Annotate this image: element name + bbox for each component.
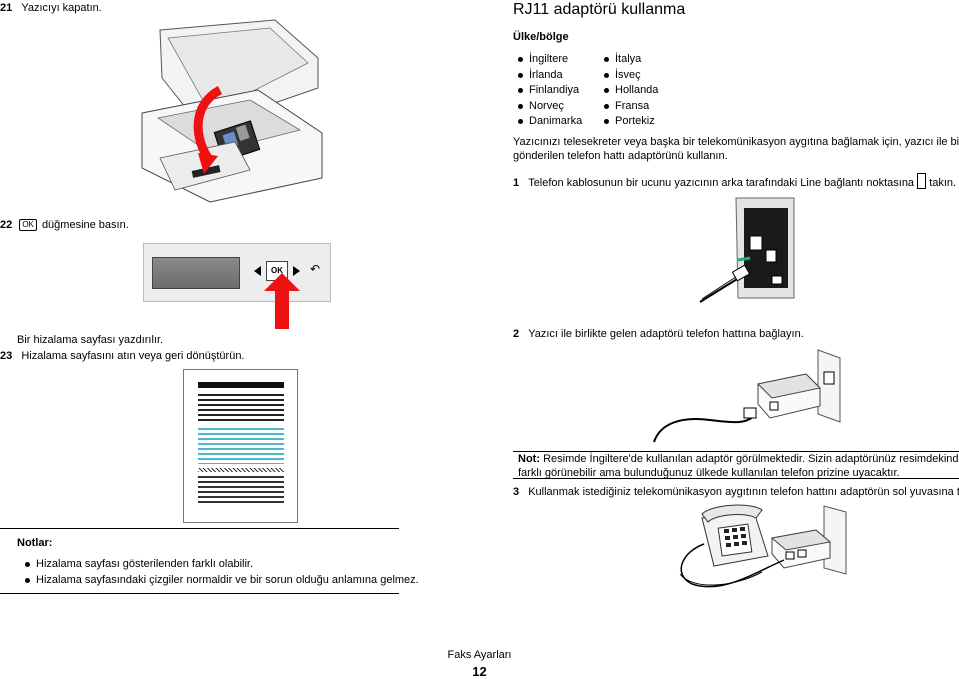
list-item: İngiltere xyxy=(517,52,582,68)
list-item: Portekiz xyxy=(603,114,658,130)
alignment-header-bar xyxy=(198,382,284,388)
step-1: 1 Telefon kablosunun bir ucunu yazıcının… xyxy=(513,173,956,191)
list-item: İsveç xyxy=(603,68,658,84)
section-subtitle: Ülke/bölge xyxy=(513,31,569,43)
step-22: 22 OK düğmesine basın. xyxy=(0,218,129,233)
step-text: Telefon kablosunun bir ucunu yazıcının a… xyxy=(528,177,915,189)
list-item: Danimarka xyxy=(517,114,582,130)
alignment-page-illustration xyxy=(183,369,298,523)
note-line-1: Not: Resimde İngiltere'de kullanılan ada… xyxy=(518,452,959,467)
alignment-lines-black-2 xyxy=(198,476,284,506)
step-3: 3 Kullanmak istediğiniz telekomünikasyon… xyxy=(513,485,959,500)
section-title: RJ11 adaptörü kullanma xyxy=(513,1,686,18)
printer-open-illustration xyxy=(141,19,323,203)
list-item: Hollanda xyxy=(603,83,658,99)
list-item: Fransa xyxy=(603,99,658,115)
step-number: 2 xyxy=(513,328,520,340)
notes-bottom-rule xyxy=(0,593,399,594)
back-icon: ↶ xyxy=(310,262,321,276)
step-text: Kullanmak istediğiniz telekomünikasyon a… xyxy=(528,486,959,498)
intro-line-2: gönderilen telefon hattı adaptörünü kull… xyxy=(513,150,728,162)
step-2: 2 Yazıcı ile birlikte gelen adaptörü tel… xyxy=(513,327,804,342)
note-text: Resimde İngiltere'de kullanılan adaptör … xyxy=(543,453,959,465)
step-23: 23 Hizalama sayfasını atın veya geri dön… xyxy=(0,349,245,364)
intro-line-1: Yazıcınızı telesekreter veya başka bir t… xyxy=(513,136,959,148)
list-item: İtalya xyxy=(603,52,658,68)
notes-list: Hizalama sayfası gösterilenden farklı ol… xyxy=(24,557,419,588)
step-number: 23 xyxy=(0,350,13,362)
step-21: 21 Yazıcıyı kapatın. xyxy=(0,1,102,16)
step-number: 22 xyxy=(0,219,13,231)
list-item: Hizalama sayfası gösterilenden farklı ol… xyxy=(24,557,419,573)
notes-top-rule xyxy=(0,528,399,529)
step-number: 21 xyxy=(0,2,13,14)
step-text-tail: takın. xyxy=(929,177,957,189)
list-item: Finlandiya xyxy=(517,83,582,99)
step-text: Yazıcıyı kapatın. xyxy=(21,2,102,14)
printer-rear-port-illustration xyxy=(699,197,795,303)
ok-key-icon: OK xyxy=(19,219,37,231)
step-text: Yazıcı ile birlikte gelen adaptörü telef… xyxy=(528,328,804,340)
list-item: Norveç xyxy=(517,99,582,115)
left-arrow-icon xyxy=(254,266,261,276)
alignment-lines-zigzag xyxy=(198,468,284,472)
right-arrow-icon xyxy=(293,266,300,276)
notes-title: Notlar: xyxy=(17,537,53,549)
note-line-2: farklı görünebilir ama bulunduğunuz ülke… xyxy=(518,467,900,479)
list-item: İrlanda xyxy=(517,68,582,84)
line-port-icon xyxy=(917,173,927,189)
panel-display xyxy=(152,257,240,289)
control-panel-illustration: OK ↶ xyxy=(143,243,331,302)
step-number: 1 xyxy=(513,177,520,189)
note-bottom-rule xyxy=(513,478,959,479)
countries-col-1: İngiltere İrlanda Finlandiya Norveç Dani… xyxy=(517,52,582,130)
footer-section: Faks Ayarları xyxy=(447,649,512,661)
step-number: 3 xyxy=(513,486,520,498)
alignment-lines-cyan xyxy=(198,428,284,464)
step-text: düğmesine basın. xyxy=(41,219,129,231)
page-number: 12 xyxy=(472,664,487,679)
countries-col-2: İtalya İsveç Hollanda Fransa Portekiz xyxy=(603,52,658,130)
note-top-rule xyxy=(513,451,959,452)
press-arrow-icon xyxy=(264,273,300,329)
alignment-lines-black xyxy=(198,394,284,424)
phone-adaptor-illustration xyxy=(679,504,847,588)
step-text: Hizalama sayfasını atın veya geri dönüşt… xyxy=(21,350,245,362)
list-item: Hizalama sayfasındaki çizgiler normaldir… xyxy=(24,573,419,589)
wall-adaptor-illustration xyxy=(653,349,841,443)
note-label: Not: xyxy=(518,453,540,465)
print-note: Bir hizalama sayfası yazdırılır. xyxy=(17,334,164,346)
